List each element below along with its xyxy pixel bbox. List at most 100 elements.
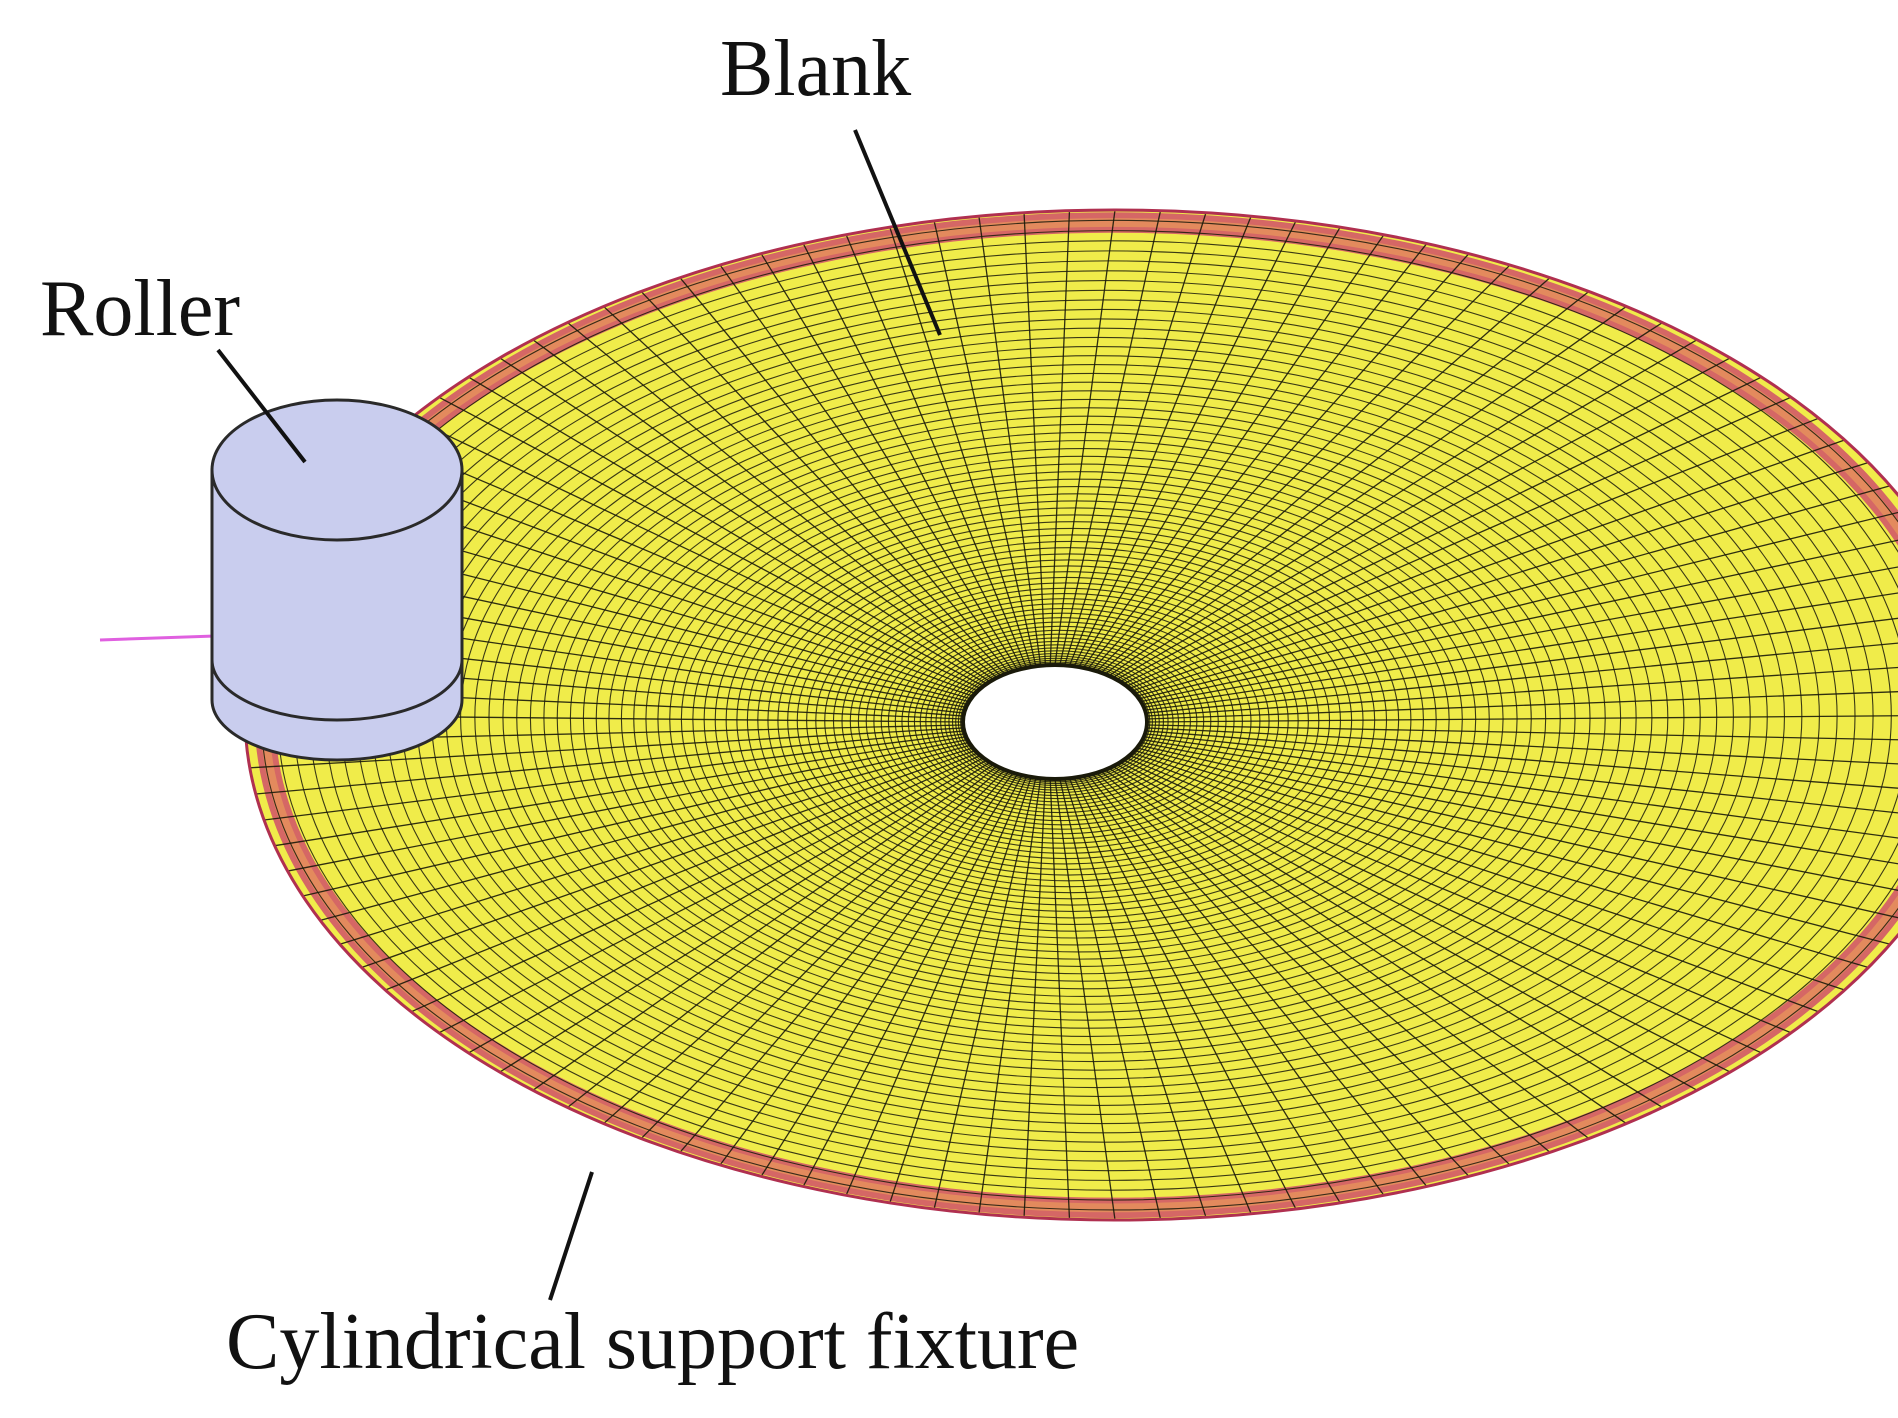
mesh-radial <box>320 744 972 922</box>
mesh-radial <box>1146 714 1898 723</box>
mesh-radial <box>760 773 1019 1177</box>
mesh-radial <box>1145 730 1898 795</box>
mesh-radial <box>1064 778 1207 1218</box>
mesh-radial <box>1023 212 1047 666</box>
mesh-radial <box>532 763 994 1091</box>
mesh-radial <box>1142 738 1898 872</box>
mesh-radial <box>255 730 965 795</box>
mesh-radial <box>889 227 1032 668</box>
mesh-radial <box>468 376 987 685</box>
mesh-radial <box>1131 439 1845 692</box>
mesh-radial <box>1087 774 1428 1187</box>
fixture-leader-line <box>548 1171 594 1301</box>
mesh-radial <box>1073 220 1297 667</box>
mesh-radial <box>889 776 1032 1203</box>
mesh-radial <box>1054 778 1116 1220</box>
mesh-radial <box>1059 210 1162 666</box>
mesh-radial <box>978 778 1042 1214</box>
mesh-radial <box>1108 305 1627 677</box>
mesh-radial <box>719 772 1014 1166</box>
mesh-radial <box>1146 687 1898 720</box>
mesh-radial <box>1054 210 1116 666</box>
mesh-radial <box>1082 775 1385 1196</box>
mesh-radial <box>468 759 987 1054</box>
center-hole-edge <box>961 663 1149 781</box>
mesh-radial <box>1123 376 1762 685</box>
roller-leader-line <box>216 348 307 464</box>
mesh-radial <box>263 733 966 821</box>
roller-label: Roller <box>40 265 240 353</box>
mesh-radial <box>1123 759 1762 1054</box>
mesh-radial <box>1112 321 1663 679</box>
roller <box>210 398 464 762</box>
mesh-radial <box>933 220 1037 667</box>
mesh-radial <box>1063 212 1207 666</box>
mesh-radial <box>1142 558 1898 706</box>
mesh-radial <box>1145 635 1898 714</box>
mesh-radial <box>1023 778 1047 1218</box>
mesh-radial <box>933 777 1037 1210</box>
mesh-radial <box>1136 747 1891 945</box>
blank-mesh-radials <box>245 210 1898 1220</box>
mesh-radial <box>640 291 1006 675</box>
mesh-radial <box>1096 264 1511 672</box>
mesh-radial <box>679 770 1010 1153</box>
mesh-radial <box>1126 757 1792 1034</box>
fixture-label: Cylindrical support fixture <box>226 1298 1079 1386</box>
mesh-radial <box>1144 733 1898 821</box>
mesh-radial <box>1073 777 1297 1210</box>
mesh-radial <box>1104 769 1590 1140</box>
mesh-radial <box>1091 773 1470 1177</box>
mesh-radial <box>438 396 984 687</box>
mesh-radial <box>978 216 1042 666</box>
mesh-radial <box>1049 778 1071 1220</box>
mesh-radial <box>1146 727 1898 769</box>
blank-disc <box>243 208 1898 1222</box>
mesh-radial <box>1129 754 1820 1013</box>
mesh-radial <box>1144 609 1898 711</box>
mesh-radial <box>845 775 1028 1196</box>
mesh-radial <box>1096 772 1511 1166</box>
mesh-radial <box>679 277 1010 674</box>
mesh-radial <box>1100 770 1551 1153</box>
mesh-radial <box>1104 290 1590 675</box>
mesh-radial <box>1068 778 1252 1215</box>
mesh-radial <box>385 439 979 692</box>
mesh-radial <box>287 738 968 872</box>
mesh-radial <box>603 767 1002 1125</box>
mesh-radial <box>410 754 981 1013</box>
mesh-radial <box>361 749 976 969</box>
mesh-radial <box>1078 776 1341 1204</box>
mesh-radial <box>1138 744 1898 922</box>
mesh-radial <box>1082 234 1385 669</box>
mesh-radial <box>845 234 1028 669</box>
mesh-radial <box>361 461 976 695</box>
mesh-radial <box>1112 765 1663 1109</box>
mesh-radial <box>532 339 994 681</box>
mesh-radial <box>1146 661 1898 717</box>
mesh-radial <box>438 757 984 1034</box>
mesh-radial <box>1140 741 1898 897</box>
mesh-radial <box>760 253 1019 671</box>
mesh-radial <box>1068 215 1252 666</box>
blank-leader-line <box>853 129 942 336</box>
mesh-radial <box>1108 767 1627 1125</box>
mesh-radial <box>1091 253 1470 671</box>
mesh-radial <box>410 417 981 690</box>
mesh-radial <box>1146 724 1898 743</box>
roller-axis-line <box>99 634 216 642</box>
mesh-radial <box>1059 778 1162 1220</box>
mesh-radial <box>1138 508 1898 700</box>
mesh-radial <box>1136 485 1891 697</box>
mesh-radial <box>1078 226 1341 668</box>
mesh-radial <box>385 752 979 991</box>
mesh-radial <box>1116 339 1698 681</box>
mesh-radial <box>1087 243 1428 670</box>
mesh-radial <box>719 264 1014 672</box>
mesh-radial <box>603 305 1002 677</box>
blank-label: Blank <box>720 25 911 113</box>
mesh-radial <box>499 761 991 1073</box>
mesh-radial <box>339 747 974 945</box>
mesh-radial <box>1116 763 1698 1091</box>
